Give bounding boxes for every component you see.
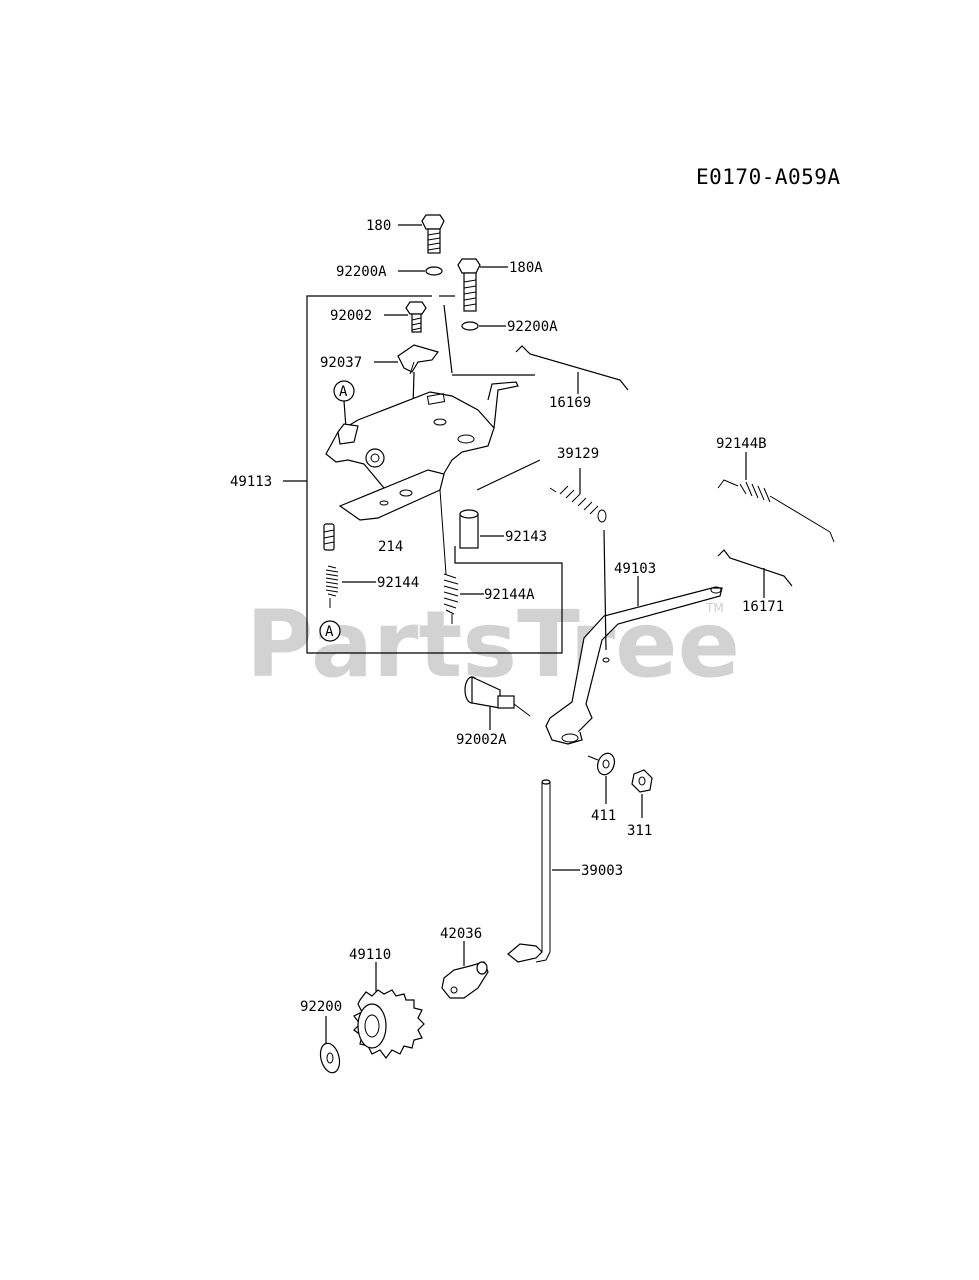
- callout-39129: 39129: [557, 446, 599, 462]
- watermark-tm: TM: [705, 601, 724, 615]
- washer-411[interactable]: [595, 751, 618, 777]
- callout-92200: 92200: [300, 999, 342, 1015]
- washer-411-axis: [587, 755, 599, 761]
- collar-92143[interactable]: [459, 509, 479, 549]
- assembly-box-leader: [443, 304, 453, 374]
- bolt-92002[interactable]: [405, 301, 427, 333]
- clip-92037[interactable]: [397, 344, 439, 375]
- callout-180A: 180A: [509, 260, 543, 276]
- diagram-code: E0170-A059A: [696, 165, 841, 189]
- shaft-39003[interactable]: [507, 779, 551, 963]
- rod-16171[interactable]: [717, 549, 793, 587]
- callout-49103: 49103: [614, 561, 656, 577]
- callout-92143: 92143: [505, 529, 547, 545]
- rod-16169[interactable]: [515, 345, 629, 391]
- washer-92200A-2[interactable]: [461, 321, 479, 331]
- spring-92144B[interactable]: [717, 479, 835, 543]
- callout-39003: 39003: [581, 863, 623, 879]
- callout-42036: 42036: [440, 926, 482, 942]
- plate-49113[interactable]: [325, 381, 519, 489]
- callout-180: 180: [366, 218, 391, 234]
- callout-92002: 92002: [330, 308, 372, 324]
- callout-214: 214: [378, 539, 403, 555]
- bolt-180A[interactable]: [457, 258, 481, 312]
- leader-ref-A-top: [343, 400, 347, 429]
- callout-16169: 16169: [549, 395, 591, 411]
- leader-39129-to-lever: [603, 529, 607, 651]
- spring-92144[interactable]: [325, 565, 339, 608]
- ref-A-top: A: [339, 384, 348, 400]
- bolt-180[interactable]: [421, 214, 445, 254]
- bushing-42036[interactable]: [441, 961, 489, 999]
- lever-49103[interactable]: [545, 586, 723, 745]
- callout-311: 311: [627, 823, 652, 839]
- callout-92144A: 92144A: [484, 587, 535, 603]
- callout-411: 411: [591, 808, 616, 824]
- spring-92144A[interactable]: [439, 489, 459, 624]
- leader-39129-left: [476, 459, 541, 491]
- bolt-92002A[interactable]: [464, 676, 531, 717]
- washer-92200[interactable]: [317, 1041, 342, 1075]
- spring-39129[interactable]: [549, 485, 607, 523]
- ref-circle-A-bottom: [319, 620, 341, 642]
- callout-49113: 49113: [230, 474, 272, 490]
- assembly-box-49113: [306, 295, 563, 654]
- callout-92200A-2: 92200A: [507, 319, 558, 335]
- callout-92037: 92037: [320, 355, 362, 371]
- callout-16171: 16171: [742, 599, 784, 615]
- callout-49110: 49110: [349, 947, 391, 963]
- callout-92144B: 92144B: [716, 436, 767, 452]
- ref-A-bottom: A: [325, 624, 334, 640]
- washer-92200A-1[interactable]: [425, 266, 443, 276]
- callout-92200A-1: 92200A: [336, 264, 387, 280]
- callout-92002A: 92002A: [456, 732, 507, 748]
- screw-small[interactable]: [323, 523, 335, 551]
- callout-92144: 92144: [377, 575, 419, 591]
- nut-311[interactable]: [631, 769, 653, 793]
- gear-49110[interactable]: [353, 989, 425, 1059]
